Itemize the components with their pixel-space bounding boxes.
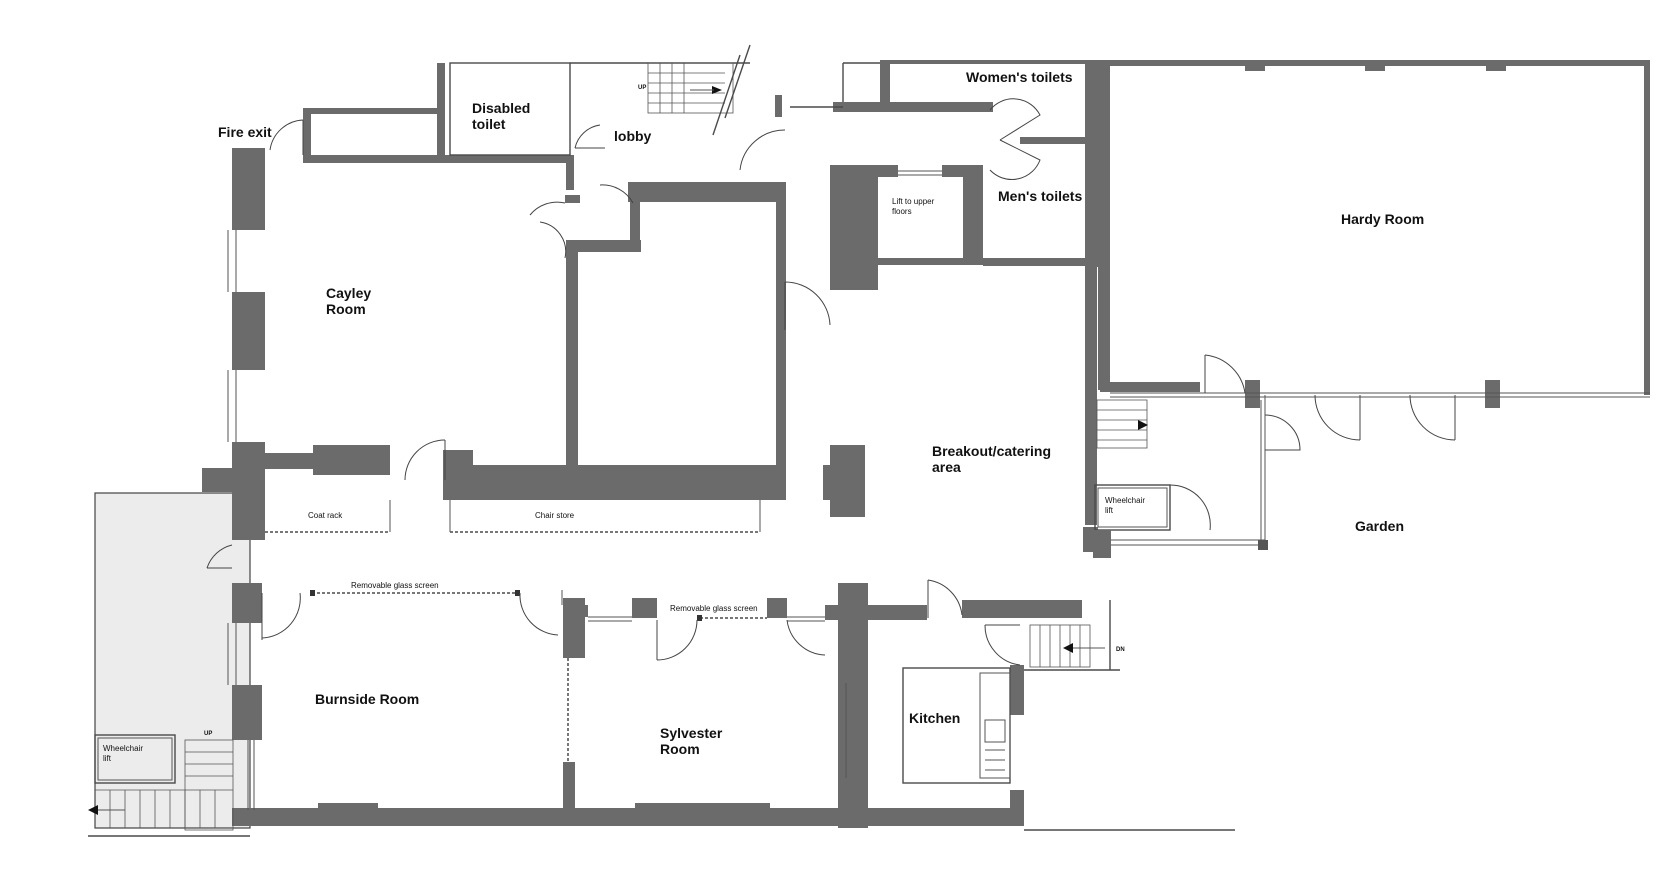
label-garden: Garden bbox=[1355, 518, 1404, 534]
label-lift-2: floors bbox=[892, 207, 912, 216]
label-burnside-room: Burnside Room bbox=[315, 691, 419, 707]
label-hardy-room: Hardy Room bbox=[1341, 211, 1424, 227]
label-breakout-1: Breakout/catering bbox=[932, 443, 1051, 459]
label-wheelchair-lift-left-2: lift bbox=[103, 754, 112, 763]
label-disabled-toilet-1: Disabled bbox=[472, 100, 530, 116]
label-kitchen: Kitchen bbox=[909, 710, 960, 726]
room-labels: Fire exit Disabled toilet lobby Women's … bbox=[103, 69, 1424, 763]
label-glass-screen-1: Removable glass screen bbox=[351, 581, 439, 590]
label-wheelchair-lift-right-1: Wheelchair bbox=[1105, 496, 1145, 505]
label-disabled-toilet-2: toilet bbox=[472, 116, 506, 132]
label-lift-1: Lift to upper bbox=[892, 197, 935, 206]
linework bbox=[88, 44, 1650, 837]
label-cayley-1: Cayley bbox=[326, 285, 371, 301]
label-stairs-down: DN bbox=[1116, 647, 1125, 653]
label-sylvester-1: Sylvester bbox=[660, 725, 723, 741]
label-wheelchair-lift-right-2: lift bbox=[1105, 506, 1114, 515]
label-womens-toilets: Women's toilets bbox=[966, 69, 1073, 85]
label-wheelchair-lift-left-1: Wheelchair bbox=[103, 744, 143, 753]
label-coat-rack: Coat rack bbox=[308, 511, 343, 520]
label-mens-toilets: Men's toilets bbox=[998, 188, 1082, 204]
label-sylvester-2: Room bbox=[660, 741, 700, 757]
label-chair-store: Chair store bbox=[535, 511, 575, 520]
label-cayley-2: Room bbox=[326, 301, 366, 317]
label-stairs-up-left: UP bbox=[204, 731, 212, 737]
door-swings bbox=[206, 98, 1456, 666]
label-breakout-2: area bbox=[932, 459, 961, 475]
walls bbox=[202, 60, 1650, 828]
label-lobby: lobby bbox=[614, 128, 652, 144]
label-fire-exit: Fire exit bbox=[218, 124, 272, 140]
label-stairs-up-top: UP bbox=[638, 85, 646, 91]
label-glass-screen-2: Removable glass screen bbox=[670, 604, 758, 613]
